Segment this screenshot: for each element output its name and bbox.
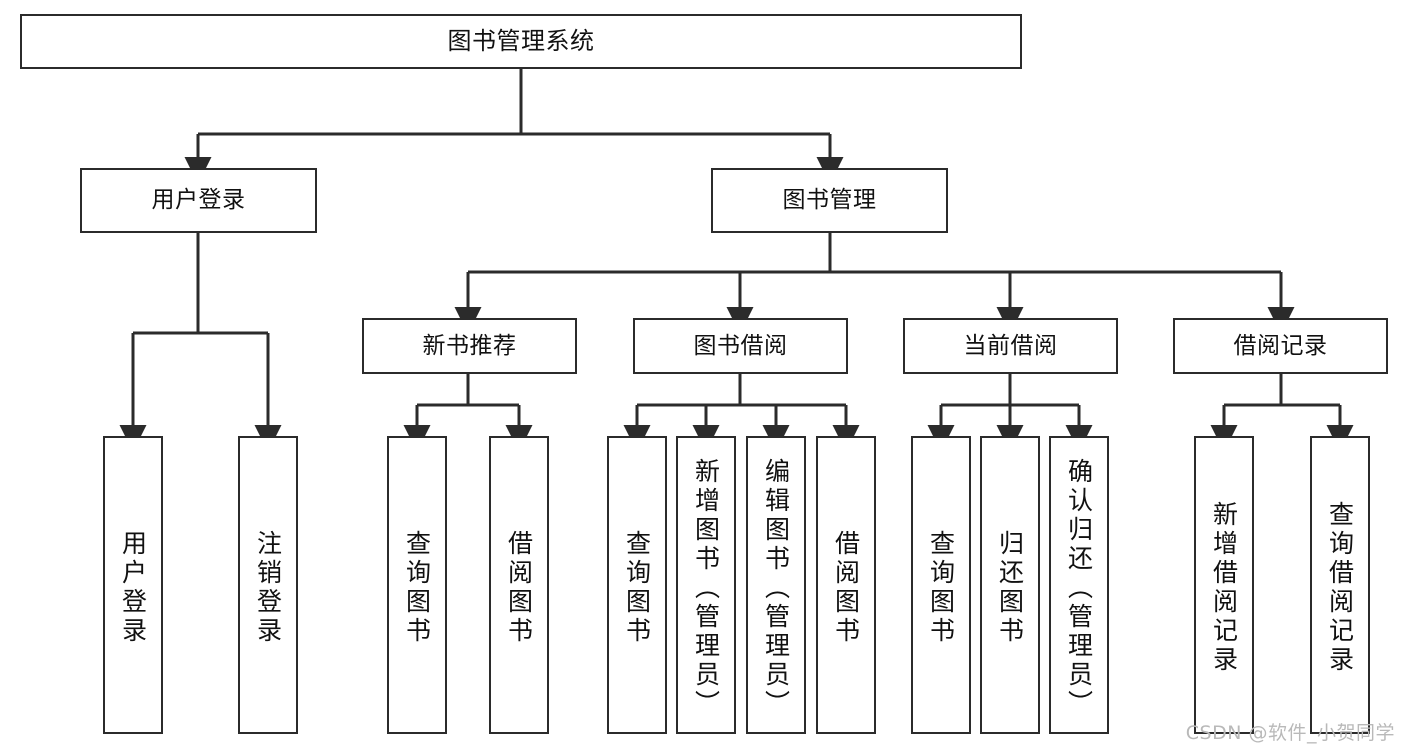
leaf-return-book[interactable]: 归还图书	[980, 436, 1040, 734]
leaf-borrow-book-1-label: 借阅图书	[504, 530, 534, 646]
leaf-query-record[interactable]: 查询借阅记录	[1310, 436, 1370, 734]
node-root-system[interactable]: 图书管理系统	[20, 14, 1022, 69]
leaf-add-book-label: 新增图书（管理员）	[691, 457, 721, 719]
node-user-login-label: 用户登录	[151, 187, 246, 214]
leaf-query-book-2-label: 查询图书	[622, 530, 652, 646]
leaf-query-record-label: 查询借阅记录	[1325, 501, 1355, 675]
csdn-watermark: CSDN @软件_小贺同学	[1185, 722, 1395, 744]
node-book-management-label: 图书管理	[782, 187, 877, 214]
leaf-add-record[interactable]: 新增借阅记录	[1194, 436, 1254, 734]
node-current-borrow-label: 当前借阅	[963, 332, 1058, 359]
leaf-confirm-return[interactable]: 确认归还（管理员）	[1049, 436, 1109, 734]
leaf-query-book-1[interactable]: 查询图书	[387, 436, 447, 734]
leaf-query-book-1-label: 查询图书	[402, 530, 432, 646]
node-new-book-recommend-label: 新书推荐	[422, 332, 517, 359]
leaf-query-book-3-label: 查询图书	[926, 530, 956, 646]
leaf-user-login[interactable]: 用户登录	[103, 436, 163, 734]
node-borrow-record[interactable]: 借阅记录	[1173, 318, 1388, 374]
node-current-borrow[interactable]: 当前借阅	[903, 318, 1118, 374]
leaf-confirm-return-label: 确认归还（管理员）	[1064, 457, 1094, 719]
node-book-borrow[interactable]: 图书借阅	[633, 318, 848, 374]
leaf-add-record-label: 新增借阅记录	[1209, 501, 1239, 675]
leaf-borrow-book-1[interactable]: 借阅图书	[489, 436, 549, 734]
node-book-management[interactable]: 图书管理	[711, 168, 948, 233]
leaf-logout-login-label: 注销登录	[253, 530, 283, 646]
node-new-book-recommend[interactable]: 新书推荐	[362, 318, 577, 374]
leaf-query-book-2[interactable]: 查询图书	[607, 436, 667, 734]
leaf-borrow-book-2-label: 借阅图书	[831, 530, 861, 646]
leaf-return-book-label: 归还图书	[995, 530, 1025, 646]
node-book-borrow-label: 图书借阅	[693, 332, 788, 359]
node-root-label: 图书管理系统	[447, 26, 595, 55]
leaf-add-book[interactable]: 新增图书（管理员）	[676, 436, 736, 734]
leaf-logout-login[interactable]: 注销登录	[238, 436, 298, 734]
leaf-edit-book-label: 编辑图书（管理员）	[761, 457, 791, 719]
node-user-login[interactable]: 用户登录	[80, 168, 317, 233]
leaf-borrow-book-2[interactable]: 借阅图书	[816, 436, 876, 734]
node-borrow-record-label: 借阅记录	[1233, 332, 1328, 359]
leaf-edit-book[interactable]: 编辑图书（管理员）	[746, 436, 806, 734]
leaf-query-book-3[interactable]: 查询图书	[911, 436, 971, 734]
leaf-user-login-label: 用户登录	[118, 530, 148, 646]
